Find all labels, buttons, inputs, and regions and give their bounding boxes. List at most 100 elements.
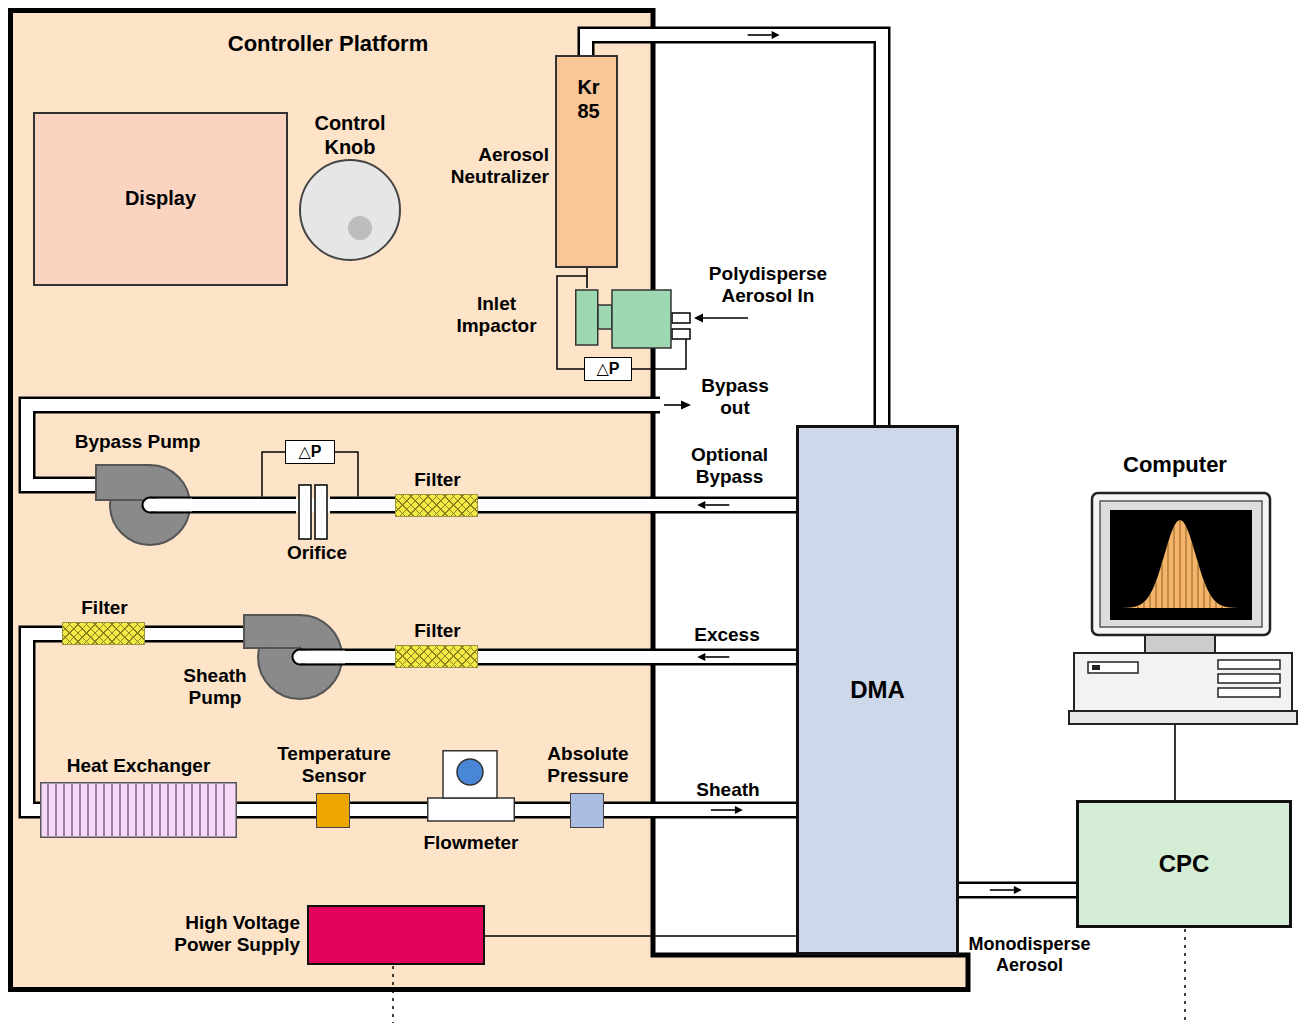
node-label: Heat Exchanger — [30, 755, 247, 777]
size-bin — [1162, 563, 1163, 608]
flow-pipe — [478, 653, 796, 661]
flowmeter-body — [428, 798, 515, 821]
orifice-plate — [299, 485, 311, 539]
inlet-label: Polydisperse Aerosol In — [688, 263, 848, 308]
wire — [1174, 725, 1176, 800]
node-label: △P — [286, 443, 334, 462]
pipe-bore — [959, 884, 1076, 896]
orifice-plate — [315, 485, 327, 539]
flow-arrow — [748, 34, 772, 36]
heat-exchanger-fin — [47, 784, 49, 836]
pipe-wall — [515, 802, 570, 819]
flow-pipe — [959, 886, 1076, 894]
monitor-stand — [1145, 635, 1215, 653]
pump-inlet-pipe — [150, 499, 192, 512]
dma-column: DMA — [796, 425, 959, 955]
heat-exchanger-fin — [167, 784, 169, 836]
sheath-pump-shape — [243, 605, 345, 702]
size-bin — [1216, 602, 1217, 608]
node-label: Bypass Pump — [45, 431, 230, 453]
size-bin — [1204, 581, 1205, 608]
flowmeter: Flowmeter — [427, 750, 515, 822]
size-bin — [1222, 606, 1223, 608]
orifice: Orifice — [296, 484, 330, 540]
node-label: △P — [585, 360, 631, 379]
flowmeter-shape — [427, 750, 515, 822]
inlet-port — [672, 329, 690, 339]
wire — [586, 268, 588, 288]
pressure-gauge: △P — [584, 357, 632, 381]
flow-label: Optional Bypass — [672, 444, 787, 489]
pipe-wall — [478, 649, 796, 666]
power-button — [1092, 665, 1100, 670]
computer-shape — [1068, 490, 1298, 725]
flow-pipe — [237, 810, 316, 811]
node-label: Kr 85 — [568, 76, 609, 123]
flow-pipe — [345, 657, 395, 658]
flow-arrow — [705, 656, 729, 658]
signal-wire — [485, 936, 796, 937]
size-bin — [1180, 520, 1181, 608]
impactor-stage — [576, 290, 598, 345]
pipe-bore — [515, 804, 570, 816]
pipe-wall — [604, 802, 796, 819]
pipe-wall — [345, 649, 395, 666]
pipe-wall — [350, 802, 427, 819]
node-caption: Aerosol Neutralizer — [432, 144, 549, 189]
size-bin — [1168, 543, 1169, 608]
size-bin — [1192, 543, 1193, 608]
pipe-bore — [345, 651, 395, 663]
drive-bay — [1218, 660, 1280, 669]
flow-pipe — [350, 810, 427, 811]
heat-exchanger-fin — [223, 784, 225, 836]
node-label: Orifice — [254, 542, 380, 564]
orifice-shape — [296, 484, 330, 540]
node-label: CPC — [1079, 850, 1289, 878]
aerosol-neutralizer: Kr 85Aerosol Neutralizer — [555, 55, 618, 268]
heat-exchanger-fin — [111, 784, 113, 836]
pipe-wall — [150, 497, 192, 499]
bypass-pump-shape — [95, 460, 192, 547]
flow-label: Excess — [672, 624, 782, 646]
pipe-wall — [300, 664, 345, 666]
flow-arrowhead — [735, 806, 743, 814]
dotted-lead — [1184, 929, 1186, 1023]
platform-outline — [11, 11, 969, 990]
heat-exchanger-fin — [191, 784, 193, 836]
node-label: DMA — [799, 676, 956, 704]
inlet-impactor-shape — [575, 288, 672, 350]
cpu-case — [1074, 653, 1292, 711]
node-label: Filter — [53, 597, 156, 619]
pipe-wall — [478, 497, 796, 514]
flow-arrow — [990, 889, 1014, 891]
heat-exchanger-fin — [63, 784, 65, 836]
heat-exchanger-fin — [175, 784, 177, 836]
pipe-wall — [959, 882, 1076, 899]
control-knob: Control Knob — [292, 112, 408, 262]
flow-pipe — [478, 501, 796, 509]
flowmeter-dial — [457, 759, 483, 785]
inlet-impactor: Inlet Impactor — [575, 288, 672, 350]
heat-exchanger: Heat Exchanger — [40, 782, 237, 838]
cpc-counter: CPC — [1076, 800, 1292, 928]
flow-arrowhead — [697, 653, 705, 661]
heat-exchanger-fin — [79, 784, 81, 836]
pipe-bore — [145, 628, 243, 640]
node-label: High Voltage Power Supply — [138, 912, 300, 957]
dotted-lead — [392, 966, 394, 1023]
size-bin — [1156, 581, 1157, 608]
node-label: Absolute Pressure — [529, 743, 647, 788]
bypass-pump: Bypass Pump — [95, 460, 192, 547]
filter: Filter — [395, 645, 478, 668]
heat-exchanger-fin — [87, 784, 89, 836]
flow-arrowhead — [681, 401, 691, 410]
flow-pipe — [192, 505, 296, 506]
heat-exchanger-fin — [199, 784, 201, 836]
heat-exchanger-body — [41, 783, 237, 838]
flow-arrowhead — [772, 31, 780, 39]
drive-bay — [1218, 688, 1280, 697]
size-bin — [1186, 526, 1187, 608]
flow-arrowhead — [1014, 886, 1022, 894]
node-label: Control Knob — [292, 112, 408, 159]
computer: Computer — [1068, 490, 1298, 725]
